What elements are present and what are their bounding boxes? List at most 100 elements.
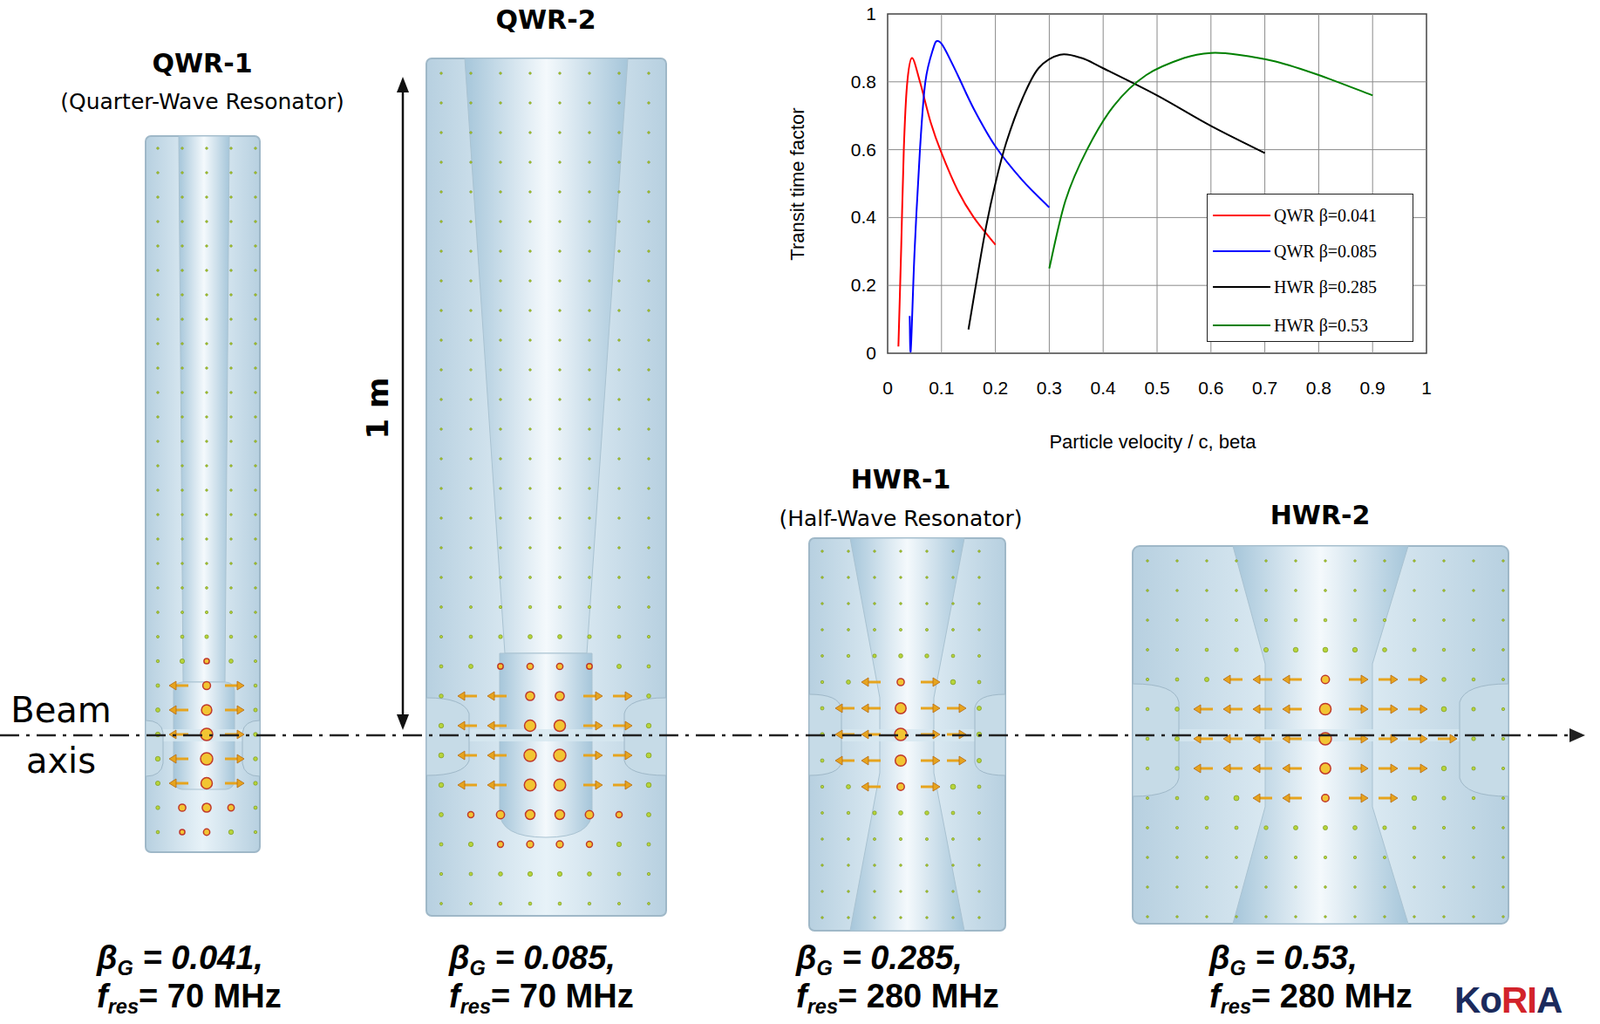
field-arrow [1259, 737, 1273, 741]
axis-tick: 0.8 [823, 71, 877, 93]
field-dot [253, 805, 258, 810]
field-dot [440, 546, 443, 550]
field-dot [925, 810, 930, 816]
field-dot [253, 830, 257, 833]
field-dot [230, 586, 233, 590]
beam-port [1459, 683, 1509, 797]
field-dot [439, 634, 443, 638]
field-dot [977, 680, 981, 684]
field-arrow [1259, 796, 1273, 800]
field-dot [1412, 647, 1417, 652]
field-dot [527, 871, 532, 876]
field-arrow [1229, 678, 1243, 681]
field-arrowhead [932, 782, 940, 791]
field-dot [529, 428, 532, 431]
field-arrowhead [1420, 734, 1428, 743]
field-dot [254, 415, 258, 419]
field-arrowhead [457, 780, 465, 790]
field-dot [498, 871, 504, 877]
field-dot [558, 901, 562, 906]
field-dot [469, 871, 473, 876]
field-dot [587, 871, 593, 877]
field-dot [588, 368, 592, 372]
field-arrow [1288, 678, 1302, 681]
field-dot [156, 634, 159, 638]
beta-value: βG = 0.085, [449, 938, 672, 981]
text-part: = 0.041, [133, 939, 264, 976]
field-dot [1324, 885, 1328, 889]
field-dot [1411, 795, 1417, 801]
field-dot [469, 576, 473, 579]
field-dot [254, 171, 258, 175]
beam-axis [0, 728, 1586, 743]
axis-tick: 0.2 [823, 274, 877, 296]
field-dot [618, 457, 621, 461]
frequency-value: fres= 280 MHz [796, 976, 1041, 1020]
field-dot [553, 719, 566, 731]
field-arrowhead [237, 778, 245, 788]
field-arrowhead [1223, 763, 1231, 773]
field-dot [897, 782, 905, 790]
field-dot [1176, 885, 1179, 889]
field-dot [253, 683, 258, 688]
field-dot [1145, 796, 1149, 799]
field-dot [181, 342, 184, 346]
field-arrow [1288, 796, 1302, 800]
field-dot [469, 250, 473, 253]
field-dot [847, 602, 851, 606]
field-dot [1205, 619, 1209, 622]
field-dot [468, 841, 473, 846]
field-dot [205, 293, 209, 297]
field-dot [203, 681, 212, 690]
field-dot [181, 220, 184, 224]
text-part: = 70 MHz [490, 977, 634, 1015]
field-dot [1502, 619, 1505, 622]
field-dot [821, 628, 824, 632]
field-arrow [493, 783, 507, 787]
field-dot [204, 610, 208, 613]
field-dot [1235, 915, 1239, 919]
field-arrowhead [487, 750, 495, 760]
field-dot [1354, 885, 1357, 889]
field-dot [647, 72, 651, 75]
field-dot [556, 662, 563, 669]
field-arrowhead [861, 755, 869, 765]
field-dot [1323, 618, 1328, 622]
field-dot [180, 610, 184, 613]
field-dot [468, 663, 473, 668]
field-dot [181, 464, 184, 468]
axis-tick: 0 [861, 377, 914, 399]
field-arrow [175, 684, 189, 688]
field-dot [1176, 856, 1179, 859]
field-arrowhead [1361, 763, 1369, 773]
cavity-node: QWR-1(Quarter-Wave Resonator)βG = 0.041,… [26, 39, 362, 1021]
field-dot [1235, 559, 1239, 563]
field-arrow [1199, 708, 1213, 711]
field-dot [181, 513, 184, 517]
field-arrowhead [1390, 674, 1398, 684]
text-part: G [469, 956, 486, 980]
field-dot [1443, 559, 1446, 563]
field-dot [181, 293, 184, 297]
field-dot [230, 171, 233, 175]
field-dot [618, 220, 621, 224]
field-dot [528, 634, 533, 640]
logo: KoRIA [1454, 980, 1562, 1021]
frequency-value: fres= 70 MHz [96, 976, 333, 1020]
field-dot [897, 678, 905, 686]
field-dot [558, 339, 562, 342]
field-dot [555, 691, 565, 701]
field-dot [1175, 796, 1179, 800]
field-dot [1324, 559, 1328, 563]
field-dot [951, 810, 955, 815]
field-dot [1413, 559, 1417, 563]
field-dot [647, 457, 651, 461]
field-dot [230, 440, 233, 443]
field-dot [1293, 855, 1297, 858]
field-arrowhead [169, 680, 177, 690]
field-dot [1472, 559, 1476, 563]
field-dot [647, 161, 651, 164]
field-arrow [946, 759, 960, 763]
field-dot [872, 627, 876, 631]
field-arrowhead [457, 721, 465, 730]
